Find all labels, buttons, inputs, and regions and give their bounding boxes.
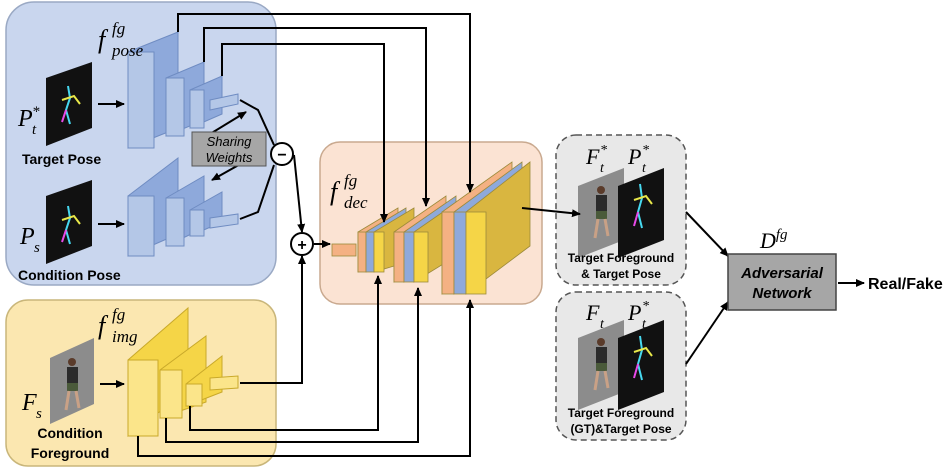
svg-text:s: s [34,240,40,256]
svg-text:t: t [600,161,605,176]
svg-text:P: P [627,300,641,325]
svg-text:P: P [17,106,33,132]
plus-operator: + [290,232,314,256]
gt-output-label-line2: (GT)&Target Pose [570,422,671,436]
svg-text:*: * [600,143,607,158]
condition-foreground-label-line2: Foreground [31,445,110,461]
svg-text:t: t [600,317,605,332]
svg-text:f: f [98,25,109,54]
svg-text:−: − [277,147,286,164]
svg-text:dec: dec [344,193,368,212]
condition-foreground-symbol: F s [21,390,42,422]
discriminator-box: Adversarial Network [727,253,837,311]
decoder-symbol: f fg dec [330,171,368,212]
generated-pose-symbol: P t * [627,143,649,176]
svg-text:f: f [330,177,341,206]
svg-text:img: img [112,327,138,346]
condition-foreground-image [50,338,94,424]
pose-encoder-bottom-blocks [127,156,239,257]
svg-text:Adversarial: Adversarial [740,265,824,282]
generated-pose-image [618,168,664,258]
sharing-weights-box: Sharing Weights [191,131,267,167]
gt-pose-symbol: P t * [627,299,649,332]
gt-foreground-symbol: F t [585,300,605,332]
minus-operator: − [270,142,294,166]
svg-text:t: t [642,161,647,176]
svg-text:t: t [642,317,647,332]
svg-text:F: F [21,390,37,416]
discriminator-symbol: Dfg [759,227,788,253]
svg-text:*: * [32,104,40,120]
svg-text:pose: pose [111,41,144,60]
svg-text:fg: fg [112,305,125,324]
real-fake-label: Real/Fake [868,276,943,293]
svg-text:fg: fg [344,171,357,190]
condition-pose-image [46,180,92,264]
svg-text:F: F [585,300,600,325]
image-encoder-symbol: f fg img [98,305,138,346]
gt-foreground-image [578,320,624,410]
svg-text:Network: Network [752,285,812,302]
pose-encoder-symbol: f fg pose [98,19,144,60]
gt-output-label-line1: Target Foreground [568,406,674,420]
svg-text:P: P [627,144,641,169]
svg-text:fg: fg [112,19,125,38]
target-pose-symbol: P t * [17,104,40,138]
svg-text:Weights: Weights [206,150,253,165]
pose-encoder-top-blocks [127,31,239,149]
gt-pose-image [618,320,664,410]
svg-text:+: + [297,237,306,254]
svg-text:P: P [19,224,35,250]
target-pose-label: Target Pose [22,151,101,167]
image-encoder-blocks [127,306,239,438]
svg-text:F: F [585,144,600,169]
condition-pose-symbol: P s [19,224,40,256]
generated-foreground-symbol: F t * [585,143,607,176]
svg-text:t: t [32,122,37,138]
condition-foreground-label-line1: Condition [37,425,102,441]
svg-text:f: f [98,311,109,340]
svg-text:*: * [642,143,649,158]
generated-output-label-line2: & Target Pose [581,267,661,281]
condition-pose-label: Condition Pose [18,267,121,283]
generated-output-label-line1: Target Foreground [568,251,674,265]
svg-text:s: s [36,406,42,422]
svg-text:*: * [642,299,649,314]
decoder-blocks [331,161,531,295]
target-pose-image [46,62,92,146]
generated-foreground-image [578,168,624,258]
svg-text:Sharing: Sharing [207,134,253,149]
